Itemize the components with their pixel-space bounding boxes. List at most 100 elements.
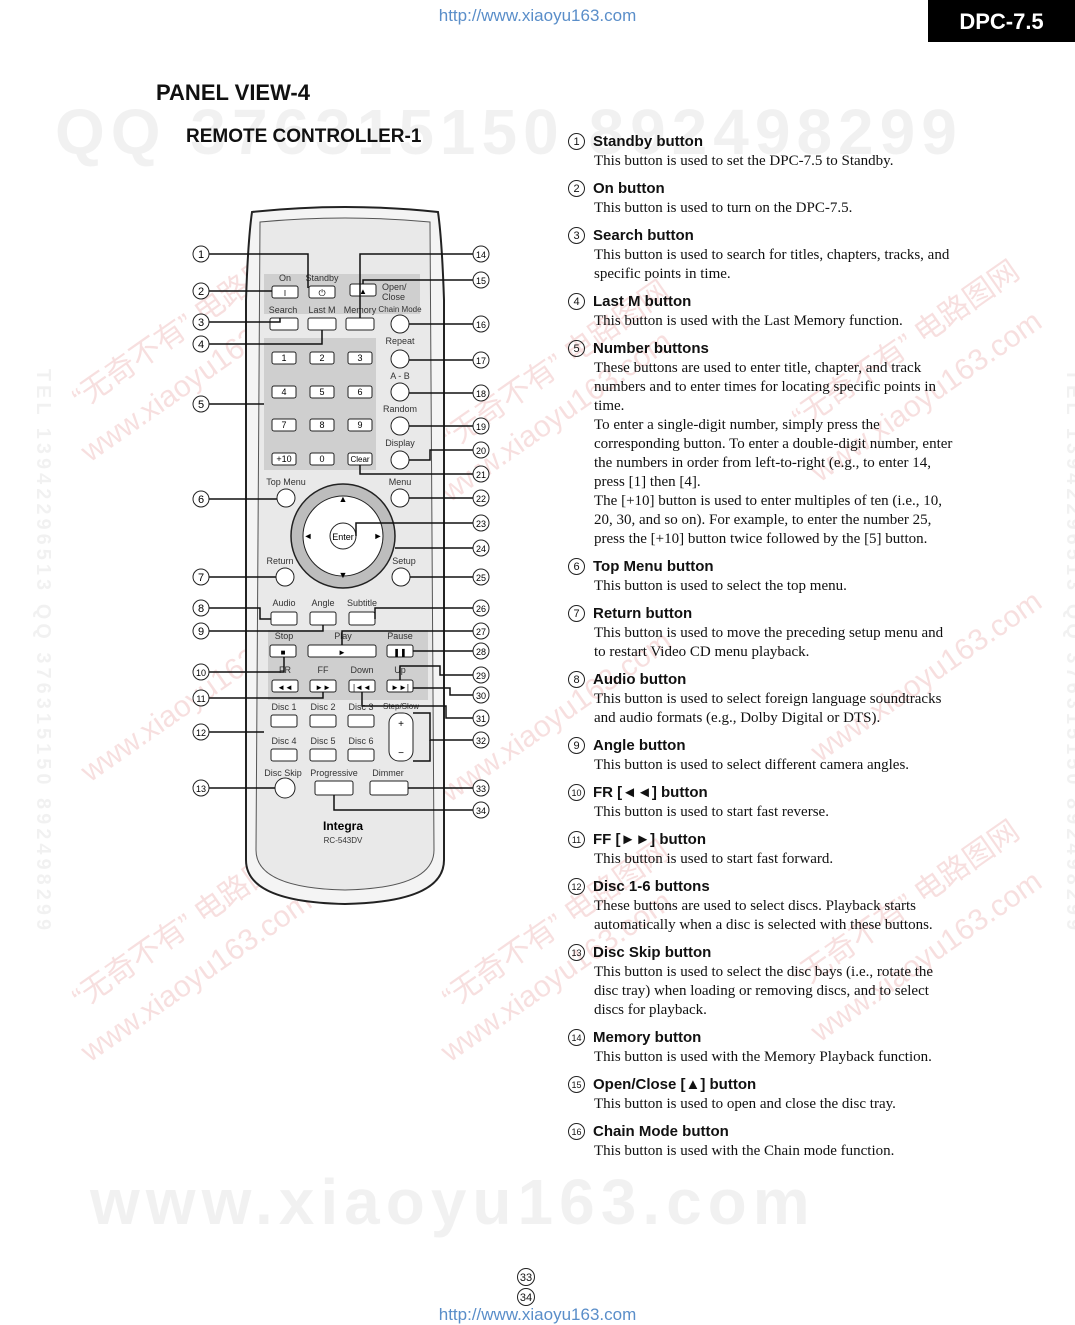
item-number-badge: 8 [568, 671, 585, 688]
setup-button[interactable] [391, 567, 411, 587]
number-2-button[interactable] [309, 351, 335, 365]
remote-controller-illustration: On Standby Open/ Close I ⏻ ▲ Search Last… [192, 206, 490, 906]
label-angle: Angle [311, 598, 334, 608]
memory-button[interactable] [345, 317, 375, 331]
standby-button[interactable] [308, 285, 336, 299]
svg-text:9: 9 [198, 626, 204, 638]
callout: 10 [192, 663, 210, 681]
label-chain-mode: Chain Mode [378, 305, 422, 314]
number-1-button[interactable] [271, 351, 297, 365]
number-0-button[interactable] [309, 452, 335, 466]
item-body: This button is used to start fast revers… [594, 803, 958, 822]
item-body: This button is used to select the top me… [594, 577, 958, 596]
item-body: These buttons are used to select discs. … [594, 897, 958, 935]
label-plus10: +10 [276, 454, 291, 464]
label-disc-skip: Disc Skip [264, 768, 302, 778]
callout: 34 [472, 801, 490, 819]
item-paragraph: This button is used to search for titles… [594, 247, 950, 282]
label-progressive: Progressive [310, 768, 358, 778]
item-title: Disc Skip button [593, 944, 712, 961]
number-5-button[interactable] [309, 385, 335, 399]
progressive-button[interactable] [314, 780, 354, 796]
number-8-button[interactable] [309, 418, 335, 432]
disc-5-button[interactable] [309, 748, 337, 762]
number-9-button[interactable] [347, 418, 373, 432]
callout: 1 [192, 245, 210, 263]
label-disc3: Disc 3 [348, 702, 373, 712]
callout: 32 [472, 731, 490, 749]
audio-button[interactable] [270, 611, 298, 626]
stop-button[interactable] [269, 644, 297, 658]
disc-6-button[interactable] [347, 748, 375, 762]
step-slow-rocker[interactable] [388, 712, 414, 762]
subtitle-button[interactable] [348, 611, 376, 626]
svg-text:12: 12 [196, 728, 206, 738]
item-number-badge: 15 [568, 1076, 585, 1093]
watermark-www: www.xiaoyu163.com [90, 1166, 816, 1238]
last-m-button[interactable] [307, 317, 337, 331]
label-return: Return [266, 556, 293, 566]
random-button[interactable] [390, 416, 410, 436]
a-b-button[interactable] [390, 382, 410, 402]
item-paragraph: This button is used to start fast forwar… [594, 851, 834, 867]
disc-1-button[interactable] [270, 714, 298, 728]
label-5: 5 [319, 387, 324, 397]
plus10-button[interactable] [271, 452, 297, 466]
plus-icon: + [398, 719, 404, 730]
angle-button[interactable] [309, 611, 337, 626]
label-a-b: A - B [390, 371, 410, 381]
callout: 13 [192, 779, 210, 797]
repeat-button[interactable] [390, 349, 410, 369]
on-button[interactable] [271, 285, 299, 299]
item-number-badge: 11 [568, 831, 585, 848]
left-arrow-icon[interactable]: ◄ [304, 531, 313, 541]
top-menu-button[interactable] [276, 488, 296, 508]
right-arrow-icon[interactable]: ► [374, 531, 383, 541]
svg-text:2: 2 [198, 286, 204, 298]
callout: 11 [192, 689, 210, 707]
number-4-button[interactable] [271, 385, 297, 399]
callout: 22 [472, 489, 490, 507]
callout: 5 [192, 395, 210, 413]
item-body: This button is used to search for titles… [594, 246, 958, 284]
item-number-badge: 3 [568, 227, 585, 244]
menu-button[interactable] [390, 488, 410, 508]
page-number-33: 33 [517, 1268, 535, 1286]
up-arrow-icon[interactable]: ▲ [339, 494, 348, 504]
fr-button[interactable] [271, 679, 299, 693]
label-6: 6 [357, 387, 362, 397]
svg-text:7: 7 [198, 572, 204, 584]
return-button[interactable] [275, 567, 295, 587]
footer-url[interactable]: http://www.xiaoyu163.com [438, 1305, 637, 1324]
chain-mode-button[interactable] [390, 314, 410, 334]
search-button[interactable] [269, 317, 299, 331]
svg-text:18: 18 [476, 389, 486, 399]
dimmer-button[interactable] [369, 780, 409, 796]
item-paragraph: This button is used to select the disc b… [594, 964, 934, 1018]
disc-skip-button[interactable] [274, 777, 296, 799]
disc-2-button[interactable] [309, 714, 337, 728]
number-7-button[interactable] [271, 418, 297, 432]
item-paragraph: This button is used with the Chain mode … [594, 1143, 895, 1159]
display-button[interactable] [390, 450, 410, 470]
label-fr: FR [279, 665, 291, 675]
down-arrow-icon[interactable]: ▼ [339, 570, 348, 580]
item-body: This button is used to select foreign la… [594, 690, 958, 728]
number-6-button[interactable] [347, 385, 373, 399]
disc-4-button[interactable] [270, 748, 298, 762]
svg-text:28: 28 [476, 647, 486, 657]
item-number-badge: 13 [568, 944, 585, 961]
number-3-button[interactable] [347, 351, 373, 365]
disc-3-button[interactable] [347, 714, 375, 728]
callout: 7 [192, 568, 210, 586]
header-url[interactable]: http://www.xiaoyu163.com [438, 6, 637, 25]
page-title: PANEL VIEW-4 [156, 80, 310, 105]
label-disc2: Disc 2 [310, 702, 335, 712]
